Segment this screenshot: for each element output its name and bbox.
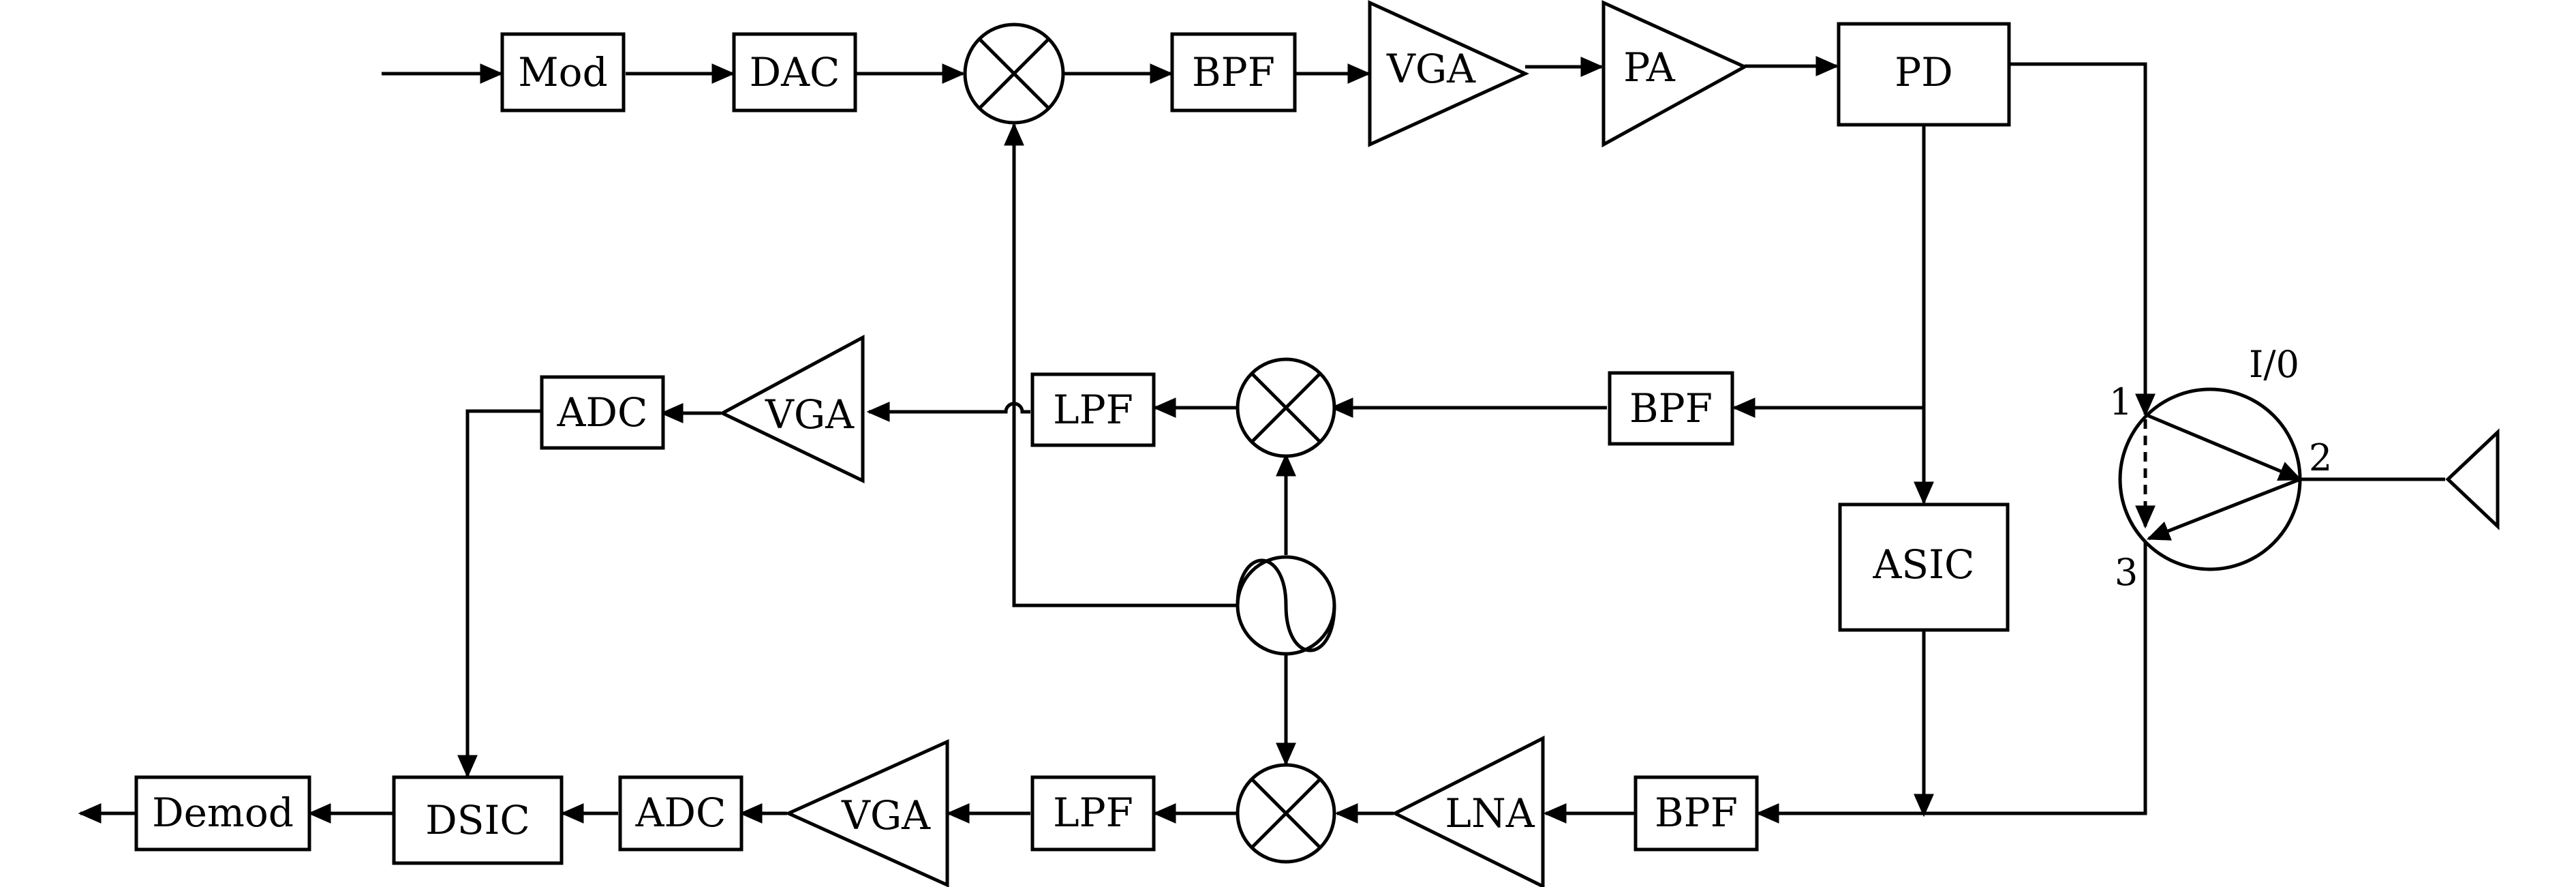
fb-vga-label: VGA [765,391,855,438]
rx-bpf-label: BPF [1655,790,1738,836]
rx-mixer-icon [1236,763,1336,864]
local-oscillator-icon [1236,555,1336,656]
wires [78,56,2445,824]
wire-adc-dsic [457,409,540,779]
circulator: I/0 1 2 3 [2109,343,2332,594]
fb-lpf-label: LPF [1053,387,1133,433]
mod-label: Mod [518,49,607,95]
tx-vga-label: VGA [1386,46,1476,92]
rx-lpf-label: LPF [1053,790,1133,836]
fb-mixer-icon [1236,357,1336,458]
demod-block: Demod [134,775,311,852]
dsic-label: DSIC [425,797,530,843]
rx-chain: Demod DSIC ADC VGA LPF LNA BPF [134,735,1759,887]
wire-circulator-rx [1755,532,2147,824]
port-1-label: 1 [2109,380,2132,423]
pd-label: PD [1895,49,1953,95]
pa-amplifier: PA [1601,0,1749,148]
antenna-icon [2445,428,2500,530]
rx-adc-block: ADC [618,775,743,852]
tx-mixer-icon [963,22,1065,125]
rx-adc-label: ADC [635,790,726,836]
tx-bpf-label: BPF [1192,49,1275,95]
asic-label: ASIC [1873,541,1975,588]
fb-bpf-block: BPF [1608,371,1734,446]
rx-vga-amplifier: VGA [784,739,949,887]
tx-vga-amplifier: VGA [1368,0,1530,147]
dsic-block: DSIC [392,775,564,865]
port-3-label: 3 [2115,551,2138,594]
circulator-label: I/0 [2249,343,2299,386]
rx-bpf-block: BPF [1634,775,1759,852]
fb-bpf-label: BPF [1629,385,1713,432]
tx-bpf-block: BPF [1170,32,1297,112]
port-2-label: 2 [2309,436,2332,479]
rx-lpf-block: LPF [1030,775,1156,852]
wire-pd-circulator [2010,62,2156,417]
asic-block: ASIC [1838,502,2010,632]
dac-label: DAC [750,49,840,95]
pa-label: PA [1623,44,1676,91]
circulator-arrow-1-2 [2145,412,2303,481]
tx-chain: Mod DAC BPF VGA PA PD [500,0,2011,148]
fb-lpf-block: LPF [1030,372,1156,447]
rx-vga-label: VGA [841,792,931,839]
mod-block: Mod [500,32,626,112]
feedback-chain: ADC VGA LPF BPF ASIC [540,334,2010,656]
fb-vga-amplifier: VGA [718,334,865,483]
wire-lpf-vga [866,402,1030,422]
fb-adc-block: ADC [540,375,665,450]
lna-label: LNA [1445,790,1535,837]
demod-label: Demod [152,790,294,836]
wire-lo-tx-mixer [1004,122,1239,607]
circulator-arrow-2-3 [2146,477,2301,541]
dac-block: DAC [732,32,857,112]
fb-adc-label: ADC [557,389,648,436]
lna-amplifier: LNA [1391,735,1545,887]
pd-block: PD [1837,22,2011,127]
